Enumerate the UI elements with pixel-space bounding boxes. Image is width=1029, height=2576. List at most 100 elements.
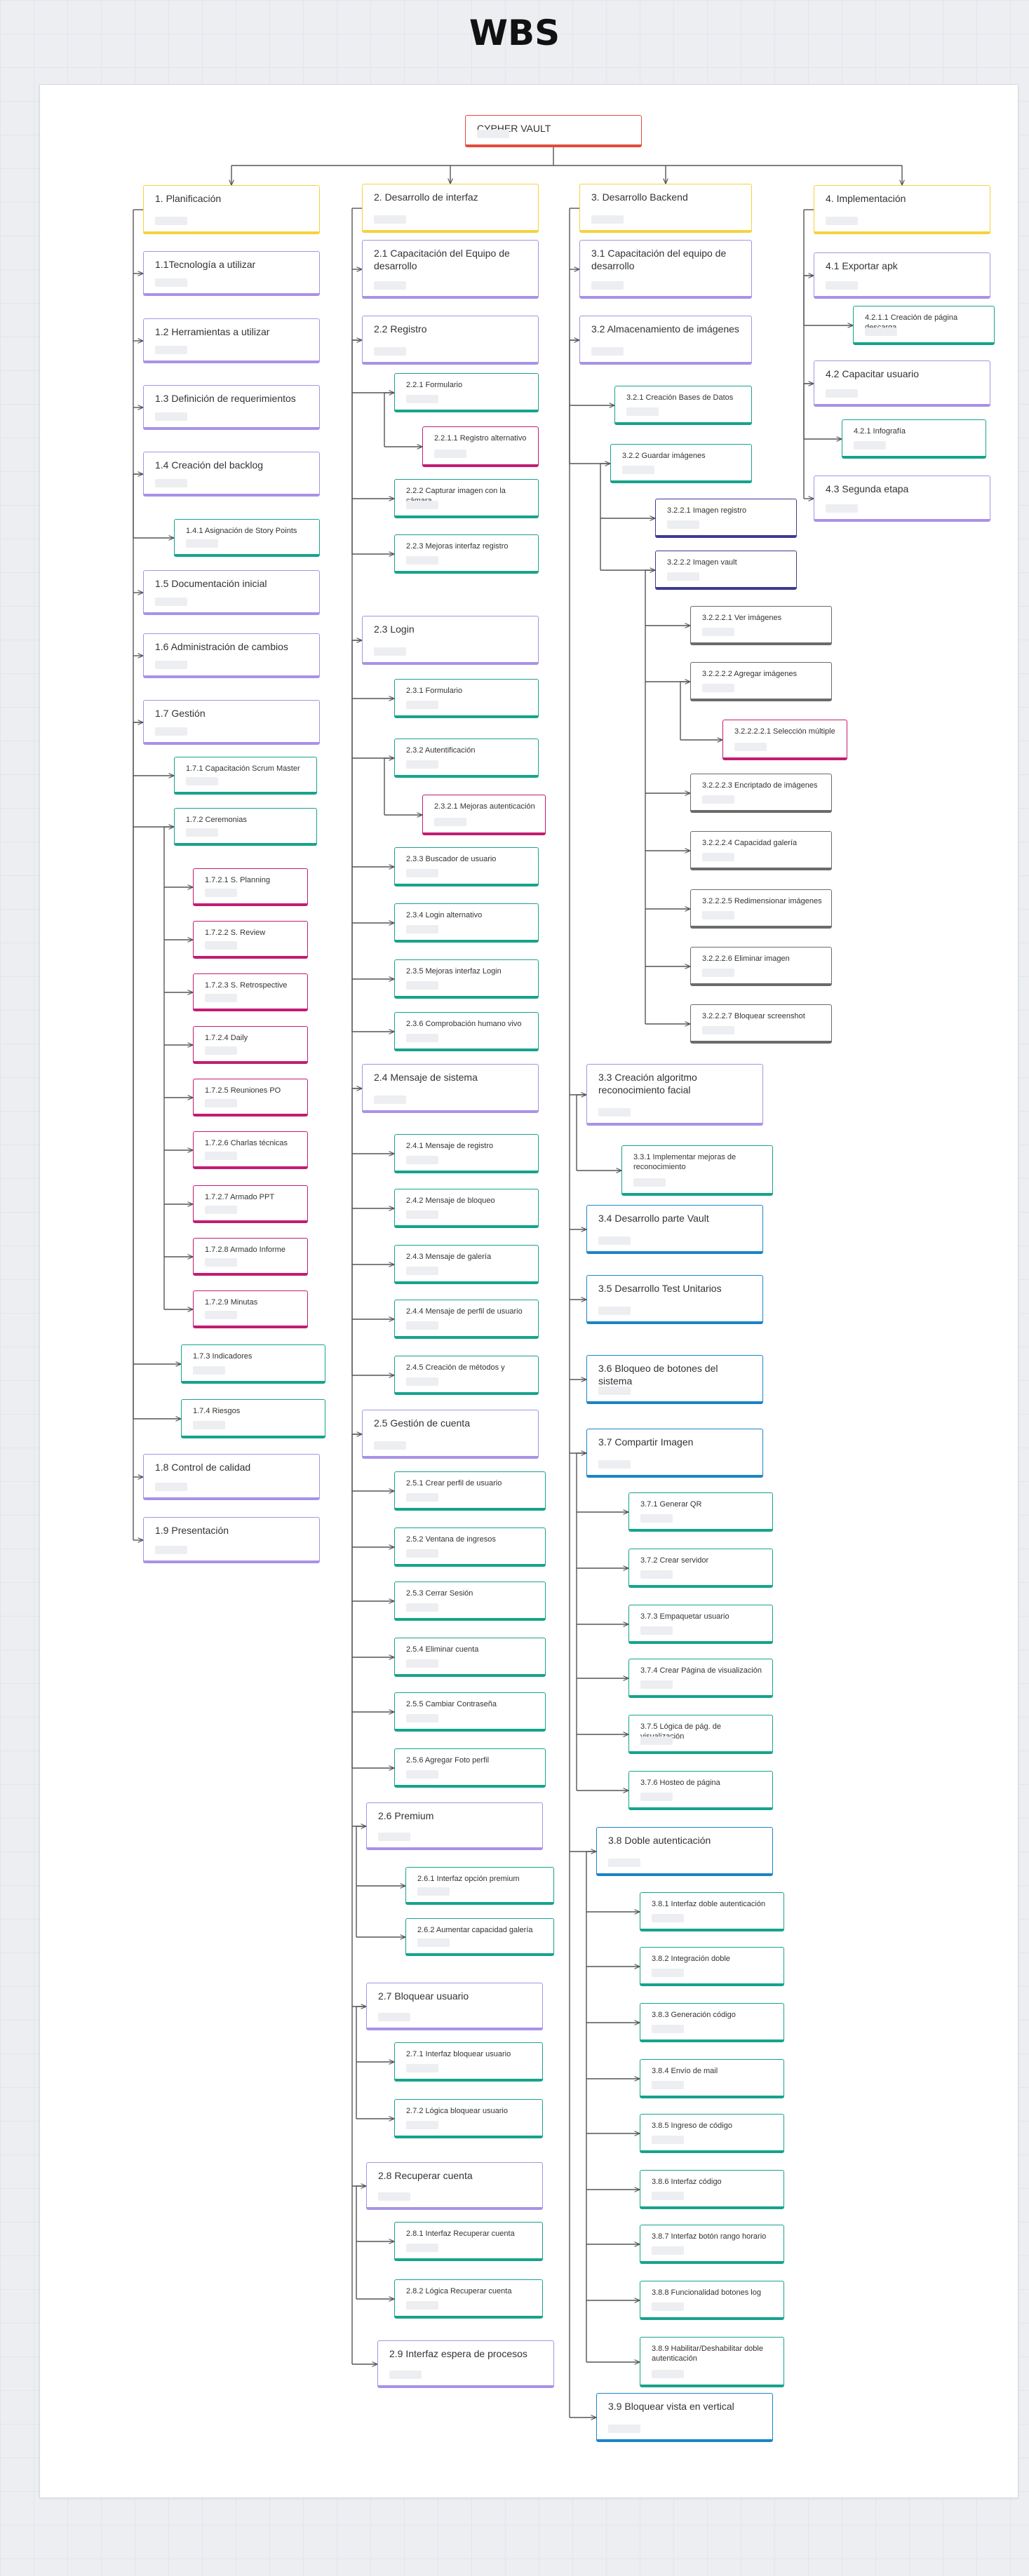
wbs-node-1-2[interactable]: 1.2 Herramientas a utilizar xyxy=(143,318,320,363)
wbs-node-2-8-2[interactable]: 2.8.2 Lógica Recuperar cuenta xyxy=(394,2279,543,2319)
wbs-node-1-7-4[interactable]: 1.7.4 Riesgos xyxy=(181,1399,325,1438)
wbs-node-2-5-6[interactable]: 2.5.6 Agregar Foto perfil xyxy=(394,1748,546,1788)
wbs-node-2-4-3[interactable]: 2.4.3 Mensaje de galería xyxy=(394,1245,539,1284)
wbs-node-3-3[interactable]: 3.3 Creación algoritmo reconocimiento fa… xyxy=(586,1064,763,1126)
wbs-node-2-5-3[interactable]: 2.5.3 Cerrar Sesión xyxy=(394,1582,546,1621)
wbs-node-1-4-1[interactable]: 1.4.1 Asignación de Story Points xyxy=(174,519,320,557)
wbs-node-1-7-1[interactable]: 1.7.1 Capacitación Scrum Master xyxy=(174,757,317,795)
wbs-node-2-5-2[interactable]: 2.5.2 Ventana de ingresos xyxy=(394,1528,546,1567)
wbs-node-2-3-2[interactable]: 2.3.2 Autentificación xyxy=(394,739,539,778)
wbs-node-3-7-6[interactable]: 3.7.6 Hosteo de página xyxy=(628,1771,773,1810)
wbs-node-3-8-2[interactable]: 3.8.2 Integración doble xyxy=(640,1947,784,1986)
wbs-node-3-6[interactable]: 3.6 Bloqueo de botones del sistema xyxy=(586,1355,763,1404)
wbs-node-3-8-8[interactable]: 3.8.8 Funcionalidad botones log xyxy=(640,2281,784,2320)
wbs-node-3-3-1[interactable]: 3.3.1 Implementar mejoras de reconocimie… xyxy=(621,1145,773,1196)
wbs-node-4-2[interactable]: 4.2 Capacitar usuario xyxy=(814,360,990,407)
wbs-node-2-6[interactable]: 2.6 Premium xyxy=(366,1802,543,1850)
wbs-node-2-7[interactable]: 2.7 Bloquear usuario xyxy=(366,1983,543,2030)
wbs-node-1-7-2-2[interactable]: 1.7.2.2 S. Review xyxy=(193,921,308,959)
wbs-node-2-4-2[interactable]: 2.4.2 Mensaje de bloqueo xyxy=(394,1189,539,1228)
wbs-node-3-5[interactable]: 3.5 Desarrollo Test Unitarios xyxy=(586,1275,763,1324)
wbs-node-4-2-1[interactable]: 4.2.1 Infografía xyxy=(842,419,986,459)
wbs-node-2-3-1[interactable]: 2.3.1 Formulario xyxy=(394,679,539,718)
wbs-node-2-6-2[interactable]: 2.6.2 Aumentar capacidad galería xyxy=(405,1918,554,1956)
wbs-node-1-7-2-8[interactable]: 1.7.2.8 Armado Informe xyxy=(193,1238,308,1276)
wbs-node-2-5-1[interactable]: 2.5.1 Crear perfil de usuario xyxy=(394,1471,546,1511)
wbs-node-1-7-3[interactable]: 1.7.3 Indicadores xyxy=(181,1344,325,1384)
wbs-node-3-9[interactable]: 3.9 Bloquear vista en vertical xyxy=(596,2393,773,2442)
wbs-node-3-7-4[interactable]: 3.7.4 Crear Página de visualización xyxy=(628,1659,773,1698)
wbs-node-1-1[interactable]: 1.1Tecnología a utilizar xyxy=(143,251,320,296)
wbs-node-1-9[interactable]: 1.9 Presentación xyxy=(143,1517,320,1563)
wbs-node-2[interactable]: 2. Desarrollo de interfaz xyxy=(362,184,539,233)
wbs-node-2-1[interactable]: 2.1 Capacitación del Equipo de desarroll… xyxy=(362,240,539,299)
wbs-node-3-7-2[interactable]: 3.7.2 Crear servidor xyxy=(628,1549,773,1588)
wbs-node-3-8-4[interactable]: 3.8.4 Envío de mail xyxy=(640,2059,784,2098)
wbs-node-1-3[interactable]: 1.3 Definición de requerimientos xyxy=(143,385,320,430)
wbs-node-3-7-3[interactable]: 3.7.3 Empaquetar usuario xyxy=(628,1605,773,1644)
wbs-node-3-8-5[interactable]: 3.8.5 Ingreso de código xyxy=(640,2114,784,2153)
wbs-node-2-3[interactable]: 2.3 Login xyxy=(362,616,539,665)
wbs-node-1-8[interactable]: 1.8 Control de calidad xyxy=(143,1454,320,1500)
wbs-node-1-7-2-5[interactable]: 1.7.2.5 Reuniones PO xyxy=(193,1079,308,1117)
wbs-node-2-9[interactable]: 2.9 Interfaz espera de procesos xyxy=(377,2340,554,2388)
wbs-node-2-2-3[interactable]: 2.2.3 Mejoras interfaz registro xyxy=(394,534,539,574)
wbs-node-3-2-2-2-2-1[interactable]: 3.2.2.2.2.1 Selección múltiple xyxy=(722,720,847,760)
wbs-node-4-2-1-1[interactable]: 4.2.1.1 Creación de página descarga xyxy=(853,306,995,345)
wbs-node-4-3[interactable]: 4.3 Segunda etapa xyxy=(814,476,990,522)
wbs-node-2-8[interactable]: 2.8 Recuperar cuenta xyxy=(366,2162,543,2210)
wbs-node-1-7-2-9[interactable]: 1.7.2.9 Minutas xyxy=(193,1290,308,1328)
wbs-node-2-2-1-1[interactable]: 2.2.1.1 Registro alternativo xyxy=(422,426,539,467)
wbs-node-2-4-5[interactable]: 2.4.5 Creación de métodos y xyxy=(394,1356,539,1395)
wbs-node-1-7-2-7[interactable]: 1.7.2.7 Armado PPT xyxy=(193,1185,308,1223)
wbs-node-3-2-2-2-7[interactable]: 3.2.2.2.7 Bloquear screenshot xyxy=(690,1004,832,1044)
wbs-node-4[interactable]: 4. Implementación xyxy=(814,185,990,234)
wbs-node-3-4[interactable]: 3.4 Desarrollo parte Vault xyxy=(586,1205,763,1254)
wbs-node-3-7-1[interactable]: 3.7.1 Generar QR xyxy=(628,1492,773,1532)
wbs-node-3-2-2-2-2[interactable]: 3.2.2.2.2 Agregar imágenes xyxy=(690,662,832,701)
wbs-node-2-3-2-1[interactable]: 2.3.2.1 Mejoras autenticación xyxy=(422,795,546,835)
wbs-node-3-2-2-2[interactable]: 3.2.2.2 Imagen vault xyxy=(655,551,797,590)
wbs-node-3-2-2-1[interactable]: 3.2.2.1 Imagen registro xyxy=(655,499,797,538)
wbs-node-1[interactable]: 1. Planificación xyxy=(143,185,320,234)
wbs-node-2-6-1[interactable]: 2.6.1 Interfaz opción premium xyxy=(405,1867,554,1905)
wbs-node-4-1[interactable]: 4.1 Exportar apk xyxy=(814,252,990,299)
wbs-node-2-4[interactable]: 2.4 Mensaje de sistema xyxy=(362,1064,539,1113)
wbs-node-1-4[interactable]: 1.4 Creación del backlog xyxy=(143,452,320,497)
wbs-node-3-8[interactable]: 3.8 Doble autenticación xyxy=(596,1827,773,1876)
wbs-node-3-8-1[interactable]: 3.8.1 Interfaz doble autenticación xyxy=(640,1892,784,1931)
wbs-node-oot[interactable]: CYPHER VAULT xyxy=(465,115,642,147)
wbs-node-3-2-2-2-1[interactable]: 3.2.2.2.1 Ver imágenes xyxy=(690,606,832,645)
wbs-node-2-2[interactable]: 2.2 Registro xyxy=(362,316,539,365)
wbs-node-2-8-1[interactable]: 2.8.1 Interfaz Recuperar cuenta xyxy=(394,2222,543,2261)
wbs-node-3[interactable]: 3. Desarrollo Backend xyxy=(579,184,752,233)
wbs-node-2-3-3[interactable]: 2.3.3 Buscador de usuario xyxy=(394,847,539,886)
wbs-node-2-4-4[interactable]: 2.4.4 Mensaje de perfil de usuario xyxy=(394,1300,539,1339)
wbs-node-3-2-2-2-4[interactable]: 3.2.2.2.4 Capacidad galería xyxy=(690,831,832,870)
wbs-node-3-2[interactable]: 3.2 Almacenamiento de imágenes xyxy=(579,316,752,365)
wbs-node-1-7-2[interactable]: 1.7.2 Ceremonias xyxy=(174,808,317,846)
wbs-node-1-7-2-4[interactable]: 1.7.2.4 Daily xyxy=(193,1026,308,1064)
wbs-node-1-7-2-6[interactable]: 1.7.2.6 Charlas técnicas xyxy=(193,1131,308,1169)
wbs-node-1-7-2-3[interactable]: 1.7.2.3 S. Retrospective xyxy=(193,973,308,1011)
wbs-node-3-8-9[interactable]: 3.8.9 Habilitar/Deshabilitar doble auten… xyxy=(640,2337,784,2387)
wbs-node-2-2-1[interactable]: 2.2.1 Formulario xyxy=(394,373,539,412)
wbs-node-1-6[interactable]: 1.6 Administración de cambios xyxy=(143,633,320,678)
wbs-node-3-8-7[interactable]: 3.8.7 Interfaz botón rango horario xyxy=(640,2225,784,2264)
wbs-node-1-5[interactable]: 1.5 Documentación inicial xyxy=(143,570,320,615)
wbs-node-1-7-2-1[interactable]: 1.7.2.1 S. Planning xyxy=(193,868,308,906)
wbs-node-2-5[interactable]: 2.5 Gestión de cuenta xyxy=(362,1410,539,1459)
wbs-node-2-7-2[interactable]: 2.7.2 Lógica bloquear usuario xyxy=(394,2099,543,2138)
wbs-node-2-2-2[interactable]: 2.2.2 Capturar imagen con la cámara xyxy=(394,479,539,518)
wbs-node-3-2-2[interactable]: 3.2.2 Guardar imágenes xyxy=(610,444,752,483)
wbs-node-3-1[interactable]: 3.1 Capacitación del equipo de desarroll… xyxy=(579,240,752,299)
wbs-node-1-7[interactable]: 1.7 Gestión xyxy=(143,700,320,745)
wbs-node-2-3-5[interactable]: 2.3.5 Mejoras interfaz Login xyxy=(394,959,539,999)
wbs-node-3-2-2-2-6[interactable]: 3.2.2.2.6 Eliminar imagen xyxy=(690,947,832,986)
wbs-node-2-4-1[interactable]: 2.4.1 Mensaje de registro xyxy=(394,1134,539,1173)
wbs-node-3-2-2-2-5[interactable]: 3.2.2.2.5 Redimensionar imágenes xyxy=(690,889,832,929)
wbs-node-3-2-2-2-3[interactable]: 3.2.2.2.3 Encriptado de imágenes xyxy=(690,774,832,813)
wbs-node-3-2-1[interactable]: 3.2.1 Creación Bases de Datos xyxy=(614,386,752,425)
wbs-node-2-7-1[interactable]: 2.7.1 Interfaz bloquear usuario xyxy=(394,2042,543,2082)
wbs-node-2-3-6[interactable]: 2.3.6 Comprobación humano vivo xyxy=(394,1012,539,1051)
